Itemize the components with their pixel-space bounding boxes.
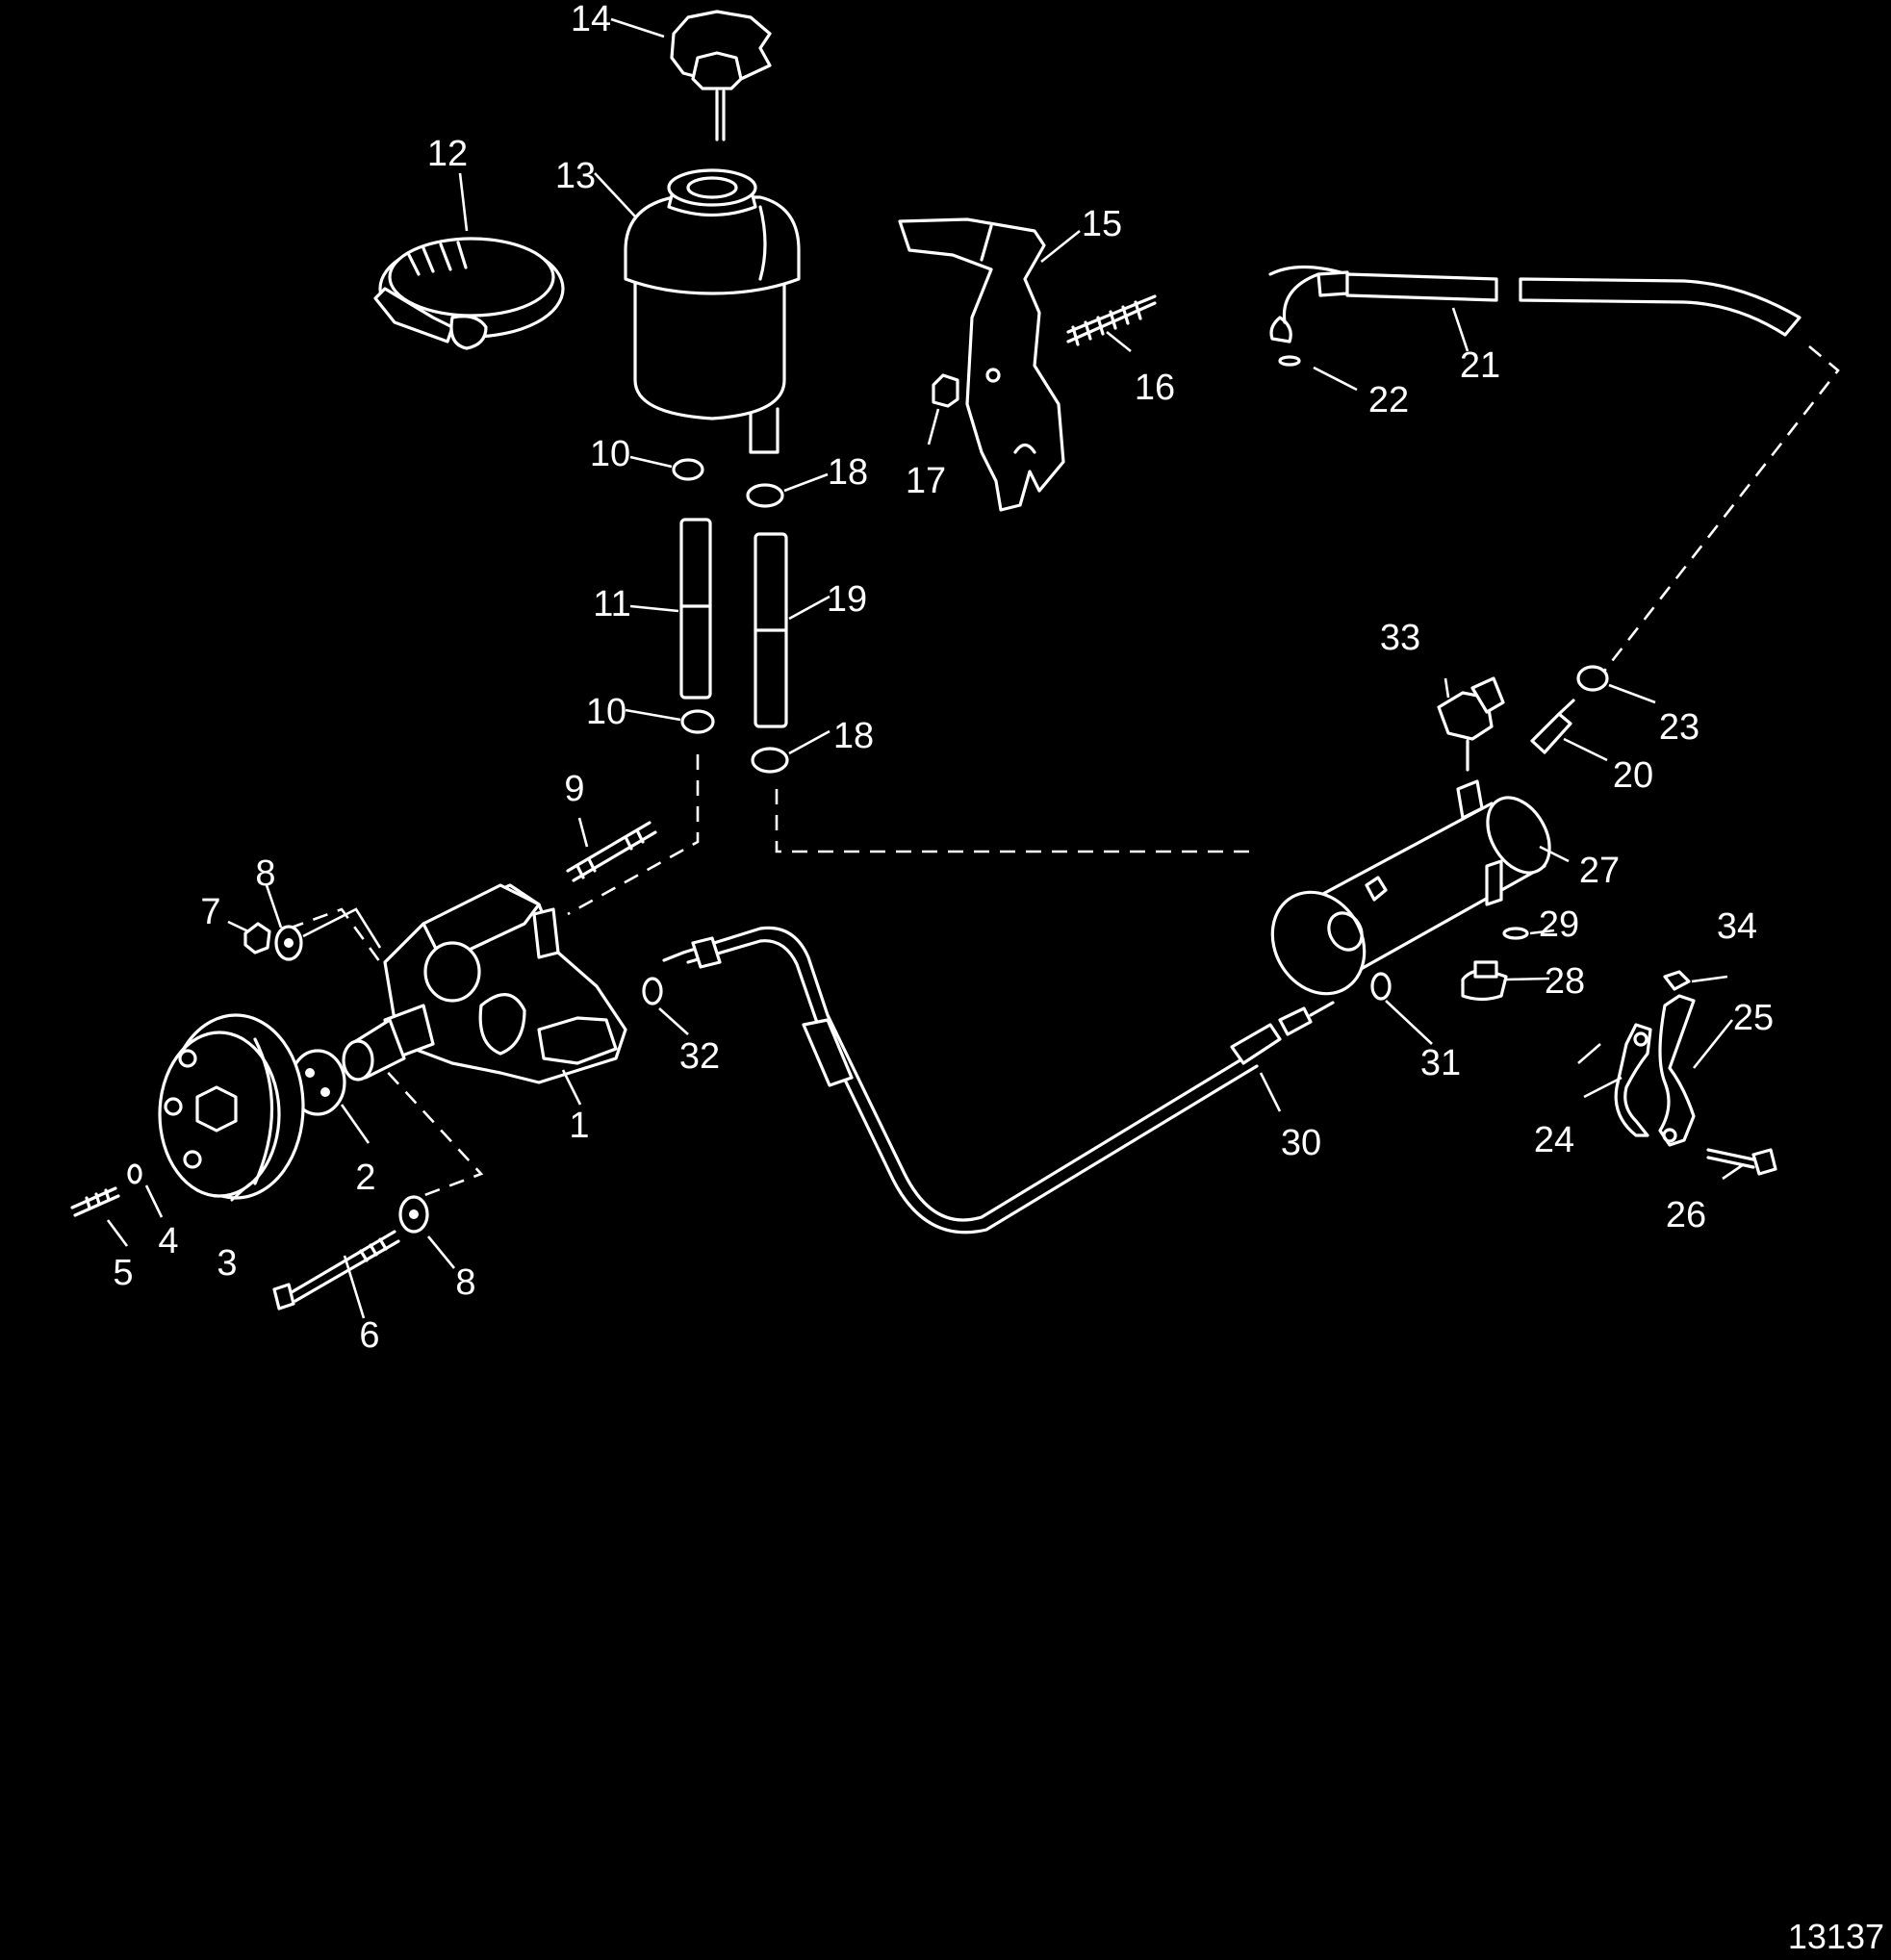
small-hose-clamps xyxy=(672,458,789,774)
cooler-nut xyxy=(1576,665,1609,692)
hose-support-clamps xyxy=(1614,970,1777,1176)
callout-13: 13 xyxy=(555,156,596,196)
callout-21: 21 xyxy=(1460,345,1500,386)
callout-15: 15 xyxy=(1082,204,1122,244)
pump-stud xyxy=(566,821,657,882)
pump-nut-and-washers xyxy=(243,922,429,1234)
callout-10a: 10 xyxy=(590,434,630,474)
bracket-nut xyxy=(932,373,959,408)
callout-25: 25 xyxy=(1733,998,1774,1038)
callout-4: 4 xyxy=(158,1221,178,1261)
drawing-number: 13137 xyxy=(1788,1917,1884,1956)
callout-8b: 8 xyxy=(455,1262,475,1303)
callout-labels: 1 2 3 4 5 6 7 8 8 9 10 10 11 12 13 14 15… xyxy=(113,0,1774,1356)
filler-cap xyxy=(670,10,772,141)
callout-11: 11 xyxy=(593,584,630,624)
power-steering-pump xyxy=(342,883,627,1084)
callout-22: 22 xyxy=(1368,380,1409,420)
callout-29: 29 xyxy=(1539,904,1579,945)
elbow-fitting xyxy=(1437,676,1505,772)
callout-27: 27 xyxy=(1579,851,1620,891)
pulley-bolt-and-washer xyxy=(70,1163,142,1217)
callout-31: 31 xyxy=(1420,1043,1461,1083)
callout-10b: 10 xyxy=(586,692,626,732)
callout-16: 16 xyxy=(1135,368,1175,408)
callout-7: 7 xyxy=(200,892,220,932)
large-hose-clamp xyxy=(373,237,565,350)
callout-20: 20 xyxy=(1613,755,1653,796)
callout-6: 6 xyxy=(359,1315,379,1356)
short-hoses xyxy=(679,518,788,728)
hose-barb-fitting xyxy=(1530,699,1575,754)
callout-28: 28 xyxy=(1545,961,1585,1002)
callout-14: 14 xyxy=(571,0,611,39)
callout-12: 12 xyxy=(427,134,468,174)
pressure-hose xyxy=(662,926,1335,1235)
leader-lines xyxy=(106,17,1745,1319)
callout-17: 17 xyxy=(906,461,946,501)
callout-18b: 18 xyxy=(833,716,874,756)
reservoir-bracket xyxy=(898,217,1065,512)
callout-5: 5 xyxy=(113,1253,133,1293)
callout-2: 2 xyxy=(355,1158,375,1198)
routing-lines xyxy=(288,345,1840,1205)
drive-pulley xyxy=(158,1013,305,1200)
callout-18a: 18 xyxy=(828,452,868,493)
fluid-reservoir xyxy=(624,168,801,454)
callout-32: 32 xyxy=(679,1036,720,1077)
pump-mounting-bolt xyxy=(272,1230,400,1311)
return-hose xyxy=(1268,265,1802,344)
callout-30: 30 xyxy=(1281,1123,1321,1163)
callout-23: 23 xyxy=(1659,707,1699,748)
callout-1: 1 xyxy=(569,1106,589,1146)
return-hose-washer xyxy=(1278,355,1301,367)
callout-19: 19 xyxy=(827,579,867,620)
callout-24: 24 xyxy=(1534,1120,1574,1160)
callout-34: 34 xyxy=(1717,906,1757,947)
fluid-cooler xyxy=(1270,779,1551,996)
callout-26: 26 xyxy=(1666,1195,1706,1235)
bracket-stud xyxy=(1066,294,1157,346)
drain-plug xyxy=(1461,927,1529,1002)
callout-3: 3 xyxy=(217,1243,237,1284)
callout-9: 9 xyxy=(564,769,584,809)
callout-8a: 8 xyxy=(255,853,275,894)
callout-33: 33 xyxy=(1380,618,1420,658)
o-rings xyxy=(642,972,1392,1005)
